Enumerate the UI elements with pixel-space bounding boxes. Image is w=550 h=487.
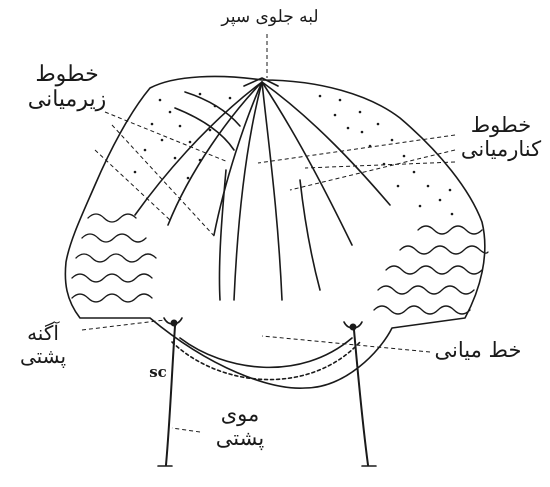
label-scutellar-line1: آگنه bbox=[8, 322, 78, 345]
interior-line bbox=[262, 82, 282, 300]
label-sc: sc bbox=[143, 364, 173, 381]
right-socket-dot bbox=[350, 324, 357, 331]
label-submedian-line1: خطوط bbox=[12, 62, 122, 87]
interior-line bbox=[262, 82, 352, 245]
leader-dorsal-hair bbox=[172, 428, 200, 432]
interior-line bbox=[214, 82, 262, 235]
label-submarginal-line2: کنارمیانی bbox=[452, 137, 550, 161]
leader-midline bbox=[262, 336, 430, 352]
label-dorsal-hair-line1: موی bbox=[205, 402, 275, 426]
label-submarginal-lines: خطوط کنارمیانی bbox=[452, 113, 550, 161]
upper-curve bbox=[185, 92, 240, 126]
label-median-line: خط میانی bbox=[428, 338, 528, 362]
central-groove bbox=[219, 170, 226, 300]
posterior-rim-outer bbox=[172, 342, 360, 380]
leader-submarginal-3 bbox=[305, 162, 455, 168]
left-scallop-rows bbox=[72, 214, 156, 302]
leader-submarginal-1 bbox=[258, 135, 455, 163]
label-scutellar: آگنه پشتی bbox=[8, 322, 78, 368]
label-front-edge: لبه جلوی سپر bbox=[205, 8, 335, 28]
leader-lines bbox=[82, 34, 455, 432]
right-scallop-rows bbox=[374, 226, 488, 314]
central-groove bbox=[300, 180, 320, 290]
posterior-rim-inner bbox=[180, 338, 352, 367]
leader-submedian-2 bbox=[112, 125, 216, 238]
label-scutellar-line2: پشتی bbox=[8, 345, 78, 368]
right-dorsal-hair bbox=[354, 330, 368, 465]
label-submedian-line2: زیرمیانی bbox=[12, 87, 122, 112]
label-submedian-lines: خطوط زیرمیانی bbox=[12, 62, 122, 113]
label-submarginal-line1: خطوط bbox=[452, 113, 550, 137]
label-dorsal-hair: موی پشتی bbox=[205, 402, 275, 450]
label-dorsal-hair-line2: پشتی bbox=[205, 426, 275, 450]
left-dorsal-hair bbox=[166, 326, 175, 465]
shield-outline bbox=[65, 76, 484, 388]
leader-scutellar bbox=[82, 320, 165, 330]
left-socket-dot bbox=[171, 320, 178, 327]
